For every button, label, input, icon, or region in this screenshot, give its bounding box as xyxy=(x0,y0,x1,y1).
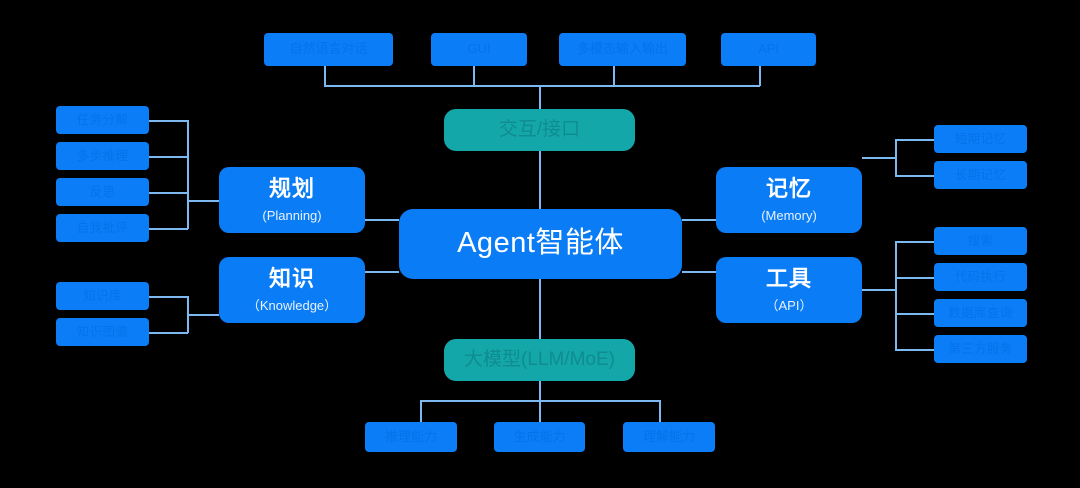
connector-top-4 xyxy=(759,66,761,86)
connector-top-2 xyxy=(473,66,475,86)
connector-teal-bottom-down xyxy=(539,381,541,401)
connector-memory-bus xyxy=(895,139,897,176)
connector-leaf-planning-4 xyxy=(149,228,188,230)
pillar-tools-en: （API） xyxy=(765,297,813,313)
leaf-knowledge-2-label: 知识图谱 xyxy=(76,324,129,339)
connector-bottom-3 xyxy=(659,400,661,422)
pillar-planning-en: (Planning) xyxy=(262,207,322,223)
connector-leaf-tools-2 xyxy=(895,277,934,279)
bottom-node-1-label: 推理能力 xyxy=(384,428,437,444)
leaf-tools-2-label: 代码执行 xyxy=(954,269,1007,284)
connector-leaf-tools-4 xyxy=(895,349,934,351)
connector-knowledge-to-center xyxy=(365,271,399,273)
connector-leaf-planning-1 xyxy=(149,120,188,122)
top-node-4-label: API xyxy=(758,41,779,57)
connector-tools-bus xyxy=(895,241,897,350)
leaf-planning-2-label: 多步推理 xyxy=(76,148,129,163)
leaf-tools-4[interactable]: 第三方服务 xyxy=(934,335,1027,363)
connector-planning-bus xyxy=(187,120,189,229)
top-node-1[interactable]: 自然语言对话 xyxy=(264,33,393,66)
top-node-1-label: 自然语言对话 xyxy=(289,41,368,57)
leaf-planning-2[interactable]: 多步推理 xyxy=(56,142,149,170)
leaf-planning-1[interactable]: 任务分解 xyxy=(56,106,149,134)
pillar-planning-cn: 规划 xyxy=(268,176,315,202)
connector-leaf-memory-1 xyxy=(895,139,934,141)
connector-leaf-planning-2 xyxy=(149,156,188,158)
bottom-node-3-label: 理解能力 xyxy=(642,428,695,444)
leaf-tools-3[interactable]: 数据库查询 xyxy=(934,299,1027,327)
connector-knowledge-bus-to-node xyxy=(187,314,219,316)
leaf-memory-1[interactable]: 短期记忆 xyxy=(934,125,1027,153)
leaf-memory-1-label: 短期记忆 xyxy=(954,131,1007,146)
connector-top-3 xyxy=(613,66,615,86)
pipeline-top-node[interactable]: 交互/接口 xyxy=(444,109,635,151)
leaf-tools-2[interactable]: 代码执行 xyxy=(934,263,1027,291)
leaf-tools-4-label: 第三方服务 xyxy=(948,341,1013,356)
top-node-3-label: 多模态输入输出 xyxy=(576,41,668,57)
leaf-knowledge-2[interactable]: 知识图谱 xyxy=(56,318,149,346)
leaf-tools-3-label: 数据库查询 xyxy=(948,305,1013,320)
leaf-memory-2[interactable]: 长期记忆 xyxy=(934,161,1027,189)
leaf-planning-4-label: 自我批评 xyxy=(76,220,129,235)
connector-top-bus-to-teal xyxy=(539,85,541,109)
pillar-planning[interactable]: 规划 (Planning) xyxy=(219,167,365,233)
leaf-knowledge-1[interactable]: 知识库 xyxy=(56,282,149,310)
leaf-planning-3[interactable]: 反思 xyxy=(56,178,149,206)
connector-leaf-tools-3 xyxy=(895,313,934,315)
leaf-tools-1-label: 搜索 xyxy=(967,233,994,248)
bottom-node-1[interactable]: 推理能力 xyxy=(365,422,457,452)
pillar-tools-cn: 工具 xyxy=(765,266,812,292)
leaf-planning-4[interactable]: 自我批评 xyxy=(56,214,149,242)
pipeline-top-label: 交互/接口 xyxy=(498,119,581,141)
connector-center-to-memory xyxy=(682,219,716,221)
leaf-planning-1-label: 任务分解 xyxy=(76,112,129,127)
connector-bottom-1 xyxy=(420,400,422,422)
pipeline-bottom-node[interactable]: 大模型(LLM/MoE) xyxy=(444,339,635,381)
connector-planning-to-center xyxy=(365,219,399,221)
top-node-3[interactable]: 多模态输入输出 xyxy=(559,33,686,66)
top-node-2-label: GUI xyxy=(467,41,491,57)
center-node-label: Agent智能体 xyxy=(457,227,624,260)
pillar-tools[interactable]: 工具 （API） xyxy=(716,257,862,323)
leaf-knowledge-1-label: 知识库 xyxy=(83,288,122,303)
leaf-memory-2-label: 长期记忆 xyxy=(954,167,1007,182)
leaf-tools-1[interactable]: 搜索 xyxy=(934,227,1027,255)
center-node-agent[interactable]: Agent智能体 xyxy=(399,209,682,279)
pillar-knowledge-en: （Knowledge） xyxy=(246,297,338,313)
pipeline-bottom-label: 大模型(LLM/MoE) xyxy=(464,349,615,371)
bottom-node-3[interactable]: 理解能力 xyxy=(623,422,715,452)
connector-center-to-tools xyxy=(682,271,716,273)
bottom-node-2-label: 生成能力 xyxy=(513,428,566,444)
pillar-knowledge[interactable]: 知识 （Knowledge） xyxy=(219,257,365,323)
connector-leaf-knowledge-2 xyxy=(149,332,188,334)
connector-bottom-2 xyxy=(539,400,541,422)
connector-top-1 xyxy=(324,66,326,86)
connector-top-bus xyxy=(324,85,760,87)
connector-leaf-knowledge-1 xyxy=(149,296,188,298)
top-node-2[interactable]: GUI xyxy=(431,33,527,66)
pillar-memory-en: (Memory) xyxy=(761,207,817,223)
connector-memory-bus-to-node xyxy=(862,157,895,159)
leaf-planning-3-label: 反思 xyxy=(89,184,116,199)
connector-tools-bus-to-node xyxy=(862,289,895,291)
connector-leaf-memory-2 xyxy=(895,175,934,177)
bottom-node-2[interactable]: 生成能力 xyxy=(494,422,585,452)
connector-leaf-planning-3 xyxy=(149,192,188,194)
top-node-4[interactable]: API xyxy=(721,33,816,66)
connector-teal-top-to-center xyxy=(539,151,541,210)
pillar-memory[interactable]: 记忆 (Memory) xyxy=(716,167,862,233)
connector-leaf-tools-1 xyxy=(895,241,934,243)
pillar-memory-cn: 记忆 xyxy=(765,176,812,202)
connector-center-to-teal-bottom xyxy=(539,279,541,339)
pillar-knowledge-cn: 知识 xyxy=(268,266,315,292)
connector-planning-bus-to-node xyxy=(187,200,219,202)
